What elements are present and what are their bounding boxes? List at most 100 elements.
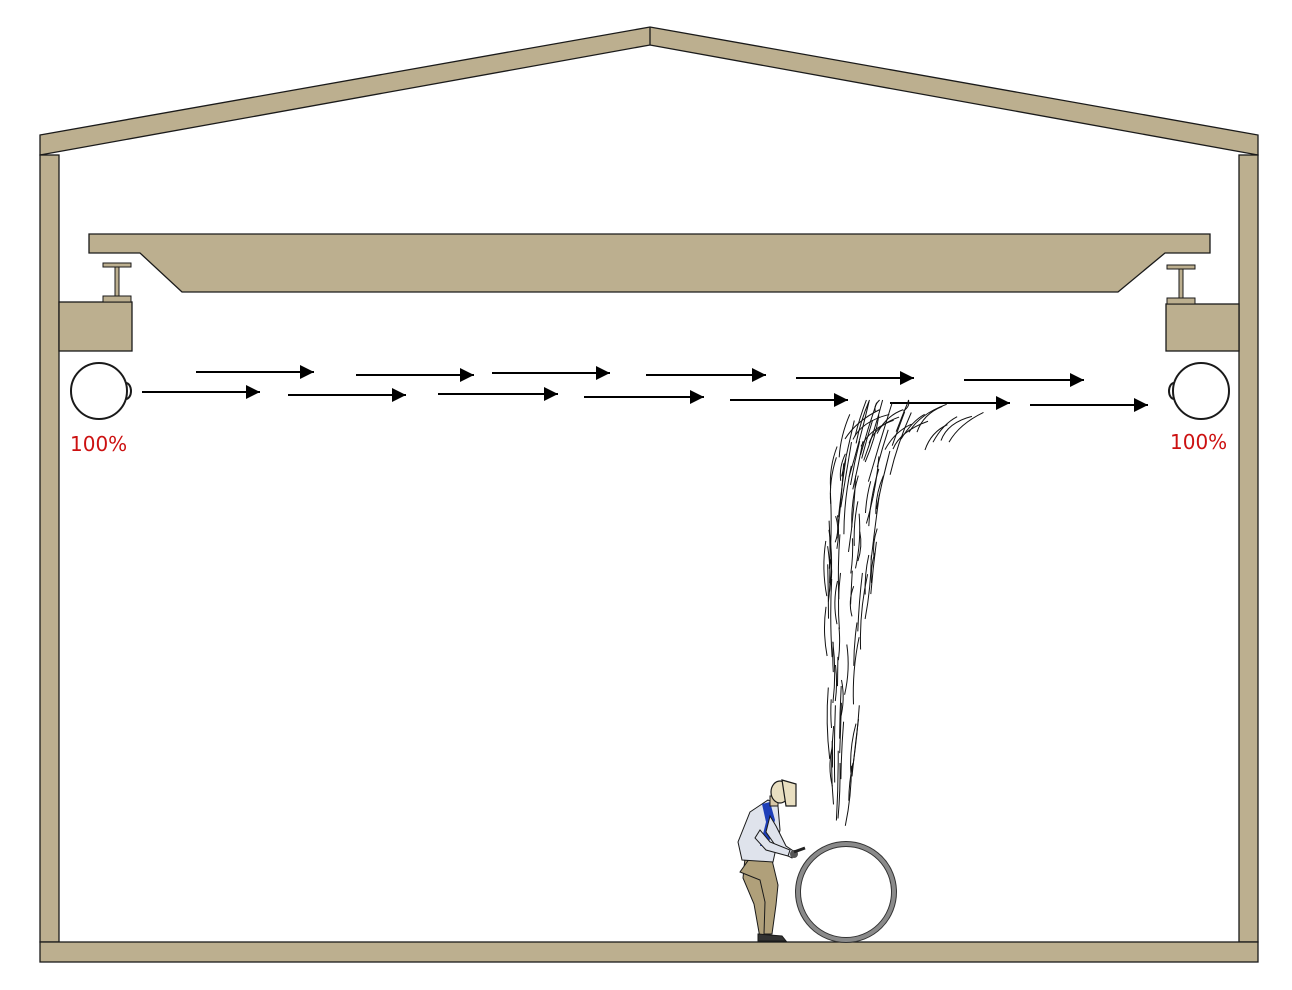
smoke-strand bbox=[916, 405, 943, 433]
smoke-strand bbox=[864, 554, 870, 595]
left-corbel bbox=[58, 301, 133, 352]
smoke-strand bbox=[857, 572, 863, 632]
welder-shoe bbox=[757, 933, 788, 942]
smoke-strand bbox=[839, 453, 846, 481]
smoke-strand bbox=[831, 726, 835, 805]
smoke-strand bbox=[823, 540, 828, 597]
smoke-strand bbox=[855, 513, 861, 569]
smoke-strand bbox=[828, 492, 832, 569]
smoke-strand bbox=[908, 403, 947, 433]
smoke-strand bbox=[870, 494, 880, 561]
smoke-strand bbox=[861, 419, 874, 459]
smoke-strand bbox=[903, 399, 910, 412]
smoke-strand bbox=[833, 705, 836, 783]
smoke-strand bbox=[840, 721, 845, 780]
welder-front-leg bbox=[739, 854, 779, 935]
smoke-strand bbox=[855, 399, 870, 444]
smoke-strand bbox=[859, 574, 869, 650]
circular-fan-icon bbox=[1168, 362, 1230, 420]
smoke-strand bbox=[834, 664, 838, 702]
smoke-strand bbox=[848, 401, 870, 478]
smoke-strand bbox=[844, 409, 880, 440]
left-fan bbox=[70, 362, 132, 420]
smoke-strand bbox=[857, 531, 862, 562]
smoke-strand bbox=[850, 723, 857, 773]
welding-torch bbox=[793, 846, 806, 854]
smoke-strand bbox=[837, 762, 841, 819]
smoke-strand bbox=[830, 699, 832, 729]
smoke-strand bbox=[838, 458, 847, 518]
smoke-strand bbox=[839, 702, 842, 754]
smoke-strand bbox=[852, 441, 864, 490]
smoke-strand bbox=[940, 415, 973, 441]
smoke-strand bbox=[837, 534, 841, 600]
left-wall bbox=[39, 154, 60, 943]
smoke-strand bbox=[867, 402, 893, 482]
smoke-strand bbox=[900, 413, 925, 440]
smoke-strand bbox=[836, 515, 840, 549]
smoke-strand bbox=[829, 457, 837, 504]
right-corbel bbox=[1165, 303, 1240, 352]
smoke-strand bbox=[829, 746, 833, 787]
smoke-strand bbox=[834, 515, 839, 543]
right-crane-rail bbox=[1166, 264, 1196, 305]
smoke-strand bbox=[832, 642, 834, 673]
welder-helmet bbox=[781, 779, 797, 807]
smoke-strand bbox=[836, 463, 845, 539]
smoke-strand bbox=[838, 414, 851, 458]
smoke-plume-icon bbox=[823, 399, 984, 826]
smoke-strand bbox=[868, 468, 880, 527]
welder-figure-icon bbox=[737, 779, 806, 942]
right-fan-label: 100% bbox=[1170, 430, 1228, 454]
circular-fan-icon bbox=[70, 362, 132, 420]
smoke-strand bbox=[860, 402, 878, 456]
airflow-arrows bbox=[142, 365, 1148, 412]
right-fan bbox=[1168, 362, 1230, 420]
smoke-strand bbox=[875, 450, 891, 510]
smoke-strand bbox=[830, 578, 833, 658]
smoke-strand bbox=[827, 564, 829, 619]
right-wall bbox=[1238, 154, 1259, 943]
smoke-strand bbox=[843, 465, 852, 535]
roof bbox=[39, 26, 1259, 156]
smoke-strand bbox=[870, 541, 877, 595]
pipe-section-icon bbox=[795, 841, 897, 943]
smoke-strand bbox=[828, 529, 833, 592]
smoke-strand bbox=[834, 580, 838, 625]
smoke-strand bbox=[850, 440, 861, 485]
smoke-strand bbox=[853, 501, 859, 546]
smoke-strand bbox=[848, 763, 854, 801]
smoke-strand bbox=[853, 622, 858, 666]
left-crane-rail bbox=[102, 262, 132, 303]
smoke-strand bbox=[895, 399, 910, 432]
smoke-strand bbox=[875, 475, 884, 515]
smoke-strand bbox=[824, 606, 828, 657]
smoke-strand bbox=[837, 572, 841, 630]
overhead-crane-icon bbox=[88, 233, 1211, 305]
smoke-strand bbox=[852, 413, 890, 440]
crane-girder bbox=[88, 233, 1211, 293]
smoke-strand bbox=[854, 399, 867, 437]
smoke-strand bbox=[850, 538, 854, 574]
smoke-strand bbox=[851, 719, 859, 777]
smoke-strand bbox=[884, 423, 912, 450]
smoke-strand bbox=[860, 419, 894, 447]
smoke-strand bbox=[948, 412, 984, 443]
smoke-strand bbox=[865, 456, 880, 524]
building bbox=[39, 26, 1259, 963]
welder-forearm bbox=[754, 829, 791, 857]
left-fan-label: 100% bbox=[70, 432, 128, 456]
smoke-strand bbox=[864, 415, 880, 463]
smoke-strand bbox=[889, 412, 912, 475]
smoke-strand bbox=[873, 528, 878, 559]
smoke-strand bbox=[840, 442, 852, 508]
floor-slab bbox=[39, 941, 1259, 963]
smoke-strand bbox=[844, 644, 849, 695]
smoke-strand bbox=[827, 546, 831, 602]
smoke-strand bbox=[863, 399, 884, 461]
smoke-strand bbox=[876, 409, 904, 434]
smoke-strand bbox=[839, 685, 842, 739]
smoke-strand bbox=[864, 555, 872, 620]
smoke-strand bbox=[891, 411, 906, 446]
